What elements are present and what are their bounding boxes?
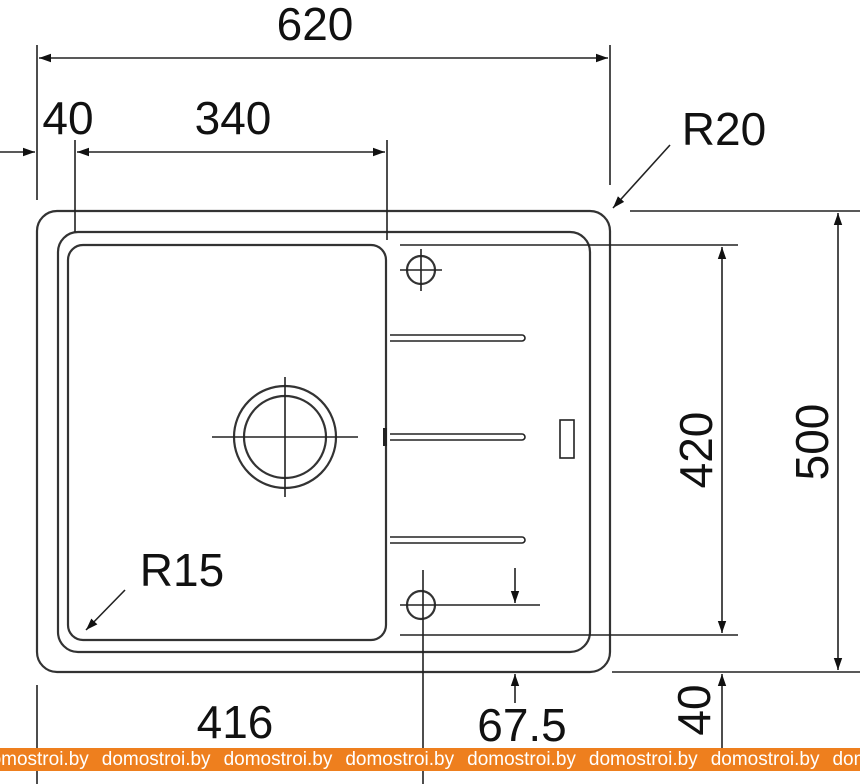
- drain-outlet: [212, 377, 358, 497]
- bowl: [66, 243, 388, 642]
- overflow-slot: [559, 419, 575, 459]
- dim-500: 500: [786, 404, 838, 481]
- dim-r15: R15: [140, 544, 224, 596]
- dim-67-5: 67.5: [477, 699, 567, 751]
- watermark-text: domostroi.by: [467, 749, 576, 770]
- dim-420: 420: [670, 412, 722, 489]
- drainer-ribs: [383, 334, 526, 544]
- dimension-lines: [0, 45, 860, 784]
- dim-40-bottom: 40: [668, 684, 720, 735]
- tap-hole-top: [400, 249, 442, 291]
- dim-416: 416: [197, 696, 274, 748]
- watermark-text: domostroi.by: [223, 749, 333, 770]
- sink-outline: [35, 209, 612, 674]
- watermark-text: domostroi.by: [0, 749, 89, 770]
- dim-620: 620: [277, 0, 354, 50]
- watermark-text: domostroi.by: [832, 749, 860, 770]
- dim-r20: R20: [682, 103, 766, 155]
- dim-40-left: 40: [42, 92, 93, 144]
- dim-340: 340: [195, 92, 272, 144]
- watermark-text: domostroi.by: [588, 749, 698, 770]
- watermark-text: domostroi.by: [101, 749, 211, 770]
- watermark-text: domostroi.by: [710, 749, 820, 770]
- watermark-text: domostroi.by: [345, 749, 455, 770]
- watermark-band: domostroi.by domostroi.by domostroi.by domo…: [0, 748, 860, 771]
